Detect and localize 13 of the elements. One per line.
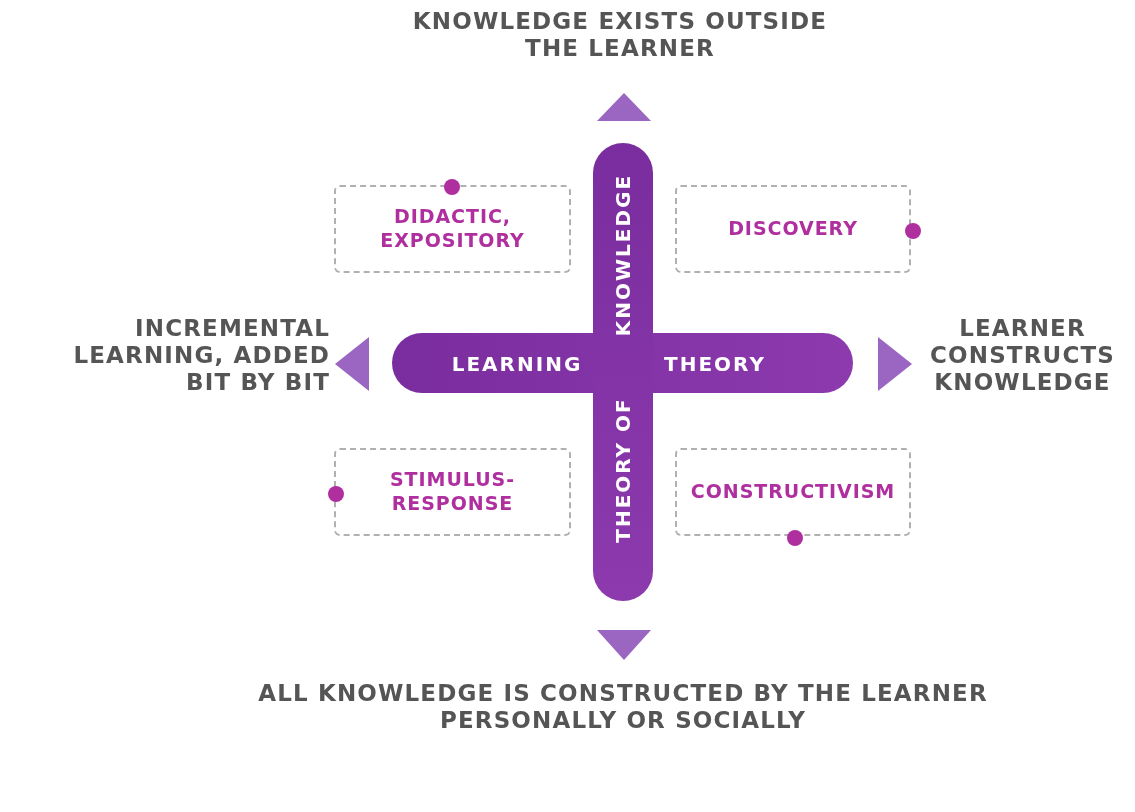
axis-label: KNOWLEDGE EXISTS OUTSIDE THE LEARNER bbox=[411, 8, 829, 62]
bar-label: LEARNING bbox=[450, 351, 584, 378]
bar-label: THEORY OF bbox=[610, 396, 636, 545]
axis-label: LEARNER CONSTRUCTS KNOWLEDGE bbox=[929, 315, 1116, 396]
axis-label: ALL KNOWLEDGE IS CONSTRUCTED BY THE LEARNER PERSONALLY OR SOCIALLY bbox=[257, 680, 989, 734]
quadrant-label: STIMULUS-RESPONSE bbox=[389, 468, 516, 516]
axis-label: INCREMENTAL LEARNING, ADDED BIT BY BIT bbox=[72, 315, 330, 396]
quadrant-label: DISCOVERY bbox=[728, 217, 858, 241]
bar-label: THEORY bbox=[663, 351, 767, 378]
bar-label: KNOWLEDGE bbox=[610, 172, 636, 339]
vertical-bar bbox=[593, 143, 653, 601]
quadrant-label: CONSTRUCTIVISM bbox=[690, 480, 896, 504]
quadrant-label: DIDACTIC, EXPOSITORY bbox=[379, 205, 526, 253]
